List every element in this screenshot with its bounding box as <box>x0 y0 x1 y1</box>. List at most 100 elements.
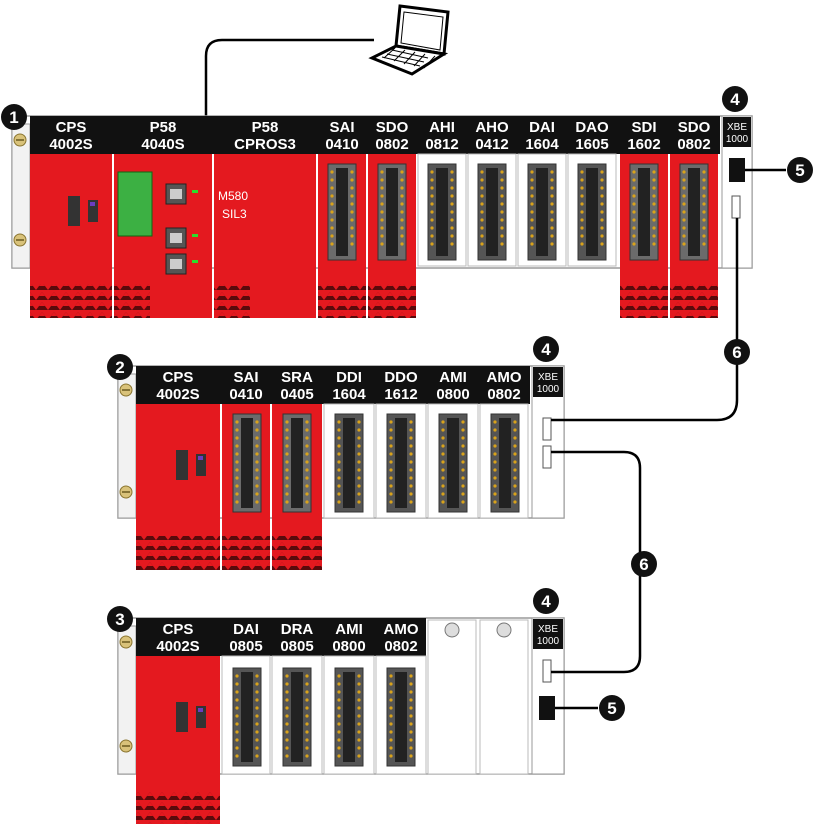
module-label: 0800 <box>436 386 469 403</box>
module-label: DAI <box>529 119 555 136</box>
screw-icon <box>119 635 133 649</box>
module-label: P58 <box>252 119 279 136</box>
xbe-label: XBE <box>727 122 747 133</box>
module-label: 1604 <box>332 386 366 403</box>
module-label: AMI <box>439 369 467 386</box>
terminal-block <box>490 413 520 513</box>
module-label: DDI <box>336 369 362 386</box>
terminal-block <box>282 413 312 513</box>
module-label: SDO <box>376 119 409 136</box>
terminal-block <box>679 163 709 261</box>
module-label: 4002S <box>156 638 199 655</box>
module-label: 0805 <box>280 638 313 655</box>
module-label: 0410 <box>325 136 358 153</box>
module-label: SAI <box>329 119 354 136</box>
cpu-display <box>117 171 153 237</box>
cpros-label: M580 <box>218 189 248 203</box>
extension-port <box>542 445 552 469</box>
terminal-block <box>386 413 416 513</box>
module-label: AHI <box>429 119 455 136</box>
module-label: 4002S <box>156 386 199 403</box>
callout-number: 3 <box>115 610 124 629</box>
module-label: AMI <box>335 621 363 638</box>
module-label: 4040S <box>141 136 184 153</box>
callout-number: 6 <box>639 555 648 574</box>
module-label: SDI <box>631 119 656 136</box>
callout-number: 5 <box>607 699 616 718</box>
xbe-label: 1000 <box>537 636 560 647</box>
psu-connector <box>176 702 206 732</box>
slot-screw <box>444 622 460 638</box>
module-label: 0802 <box>487 386 520 403</box>
module-label: 4002S <box>49 136 92 153</box>
xbe-label: XBE <box>538 624 558 635</box>
callout-number: 4 <box>541 340 551 359</box>
screw-icon <box>119 383 133 397</box>
module-label: 1605 <box>575 136 608 153</box>
module-label: 0800 <box>332 638 365 655</box>
ethernet-port <box>729 158 745 182</box>
terminal-block <box>438 413 468 513</box>
module-label: DAO <box>575 119 609 136</box>
module-label: 0802 <box>677 136 710 153</box>
callout-badge <box>631 551 657 577</box>
terminal-block <box>577 163 607 261</box>
callout-badge <box>533 588 559 614</box>
module-label: 1602 <box>627 136 660 153</box>
module-label: DRA <box>281 621 314 638</box>
module-label: 0405 <box>280 386 313 403</box>
module-label: 0805 <box>229 638 262 655</box>
extension-port <box>731 195 741 219</box>
xbe-label: 1000 <box>726 134 749 145</box>
slot-screw <box>496 622 512 638</box>
callout-number: 2 <box>115 358 124 377</box>
ethernet-cable <box>180 38 374 192</box>
ethernet-port <box>539 696 555 720</box>
terminal-block <box>327 163 357 261</box>
callout-badge <box>1 104 27 130</box>
dynamic-layer: CPS4002SP584040SP58CPROS3SAI0410SDO0802A… <box>1 86 813 767</box>
module-label: 0802 <box>384 638 417 655</box>
module-label: CPS <box>163 369 194 386</box>
module-label: 0812 <box>425 136 458 153</box>
callout-badge <box>787 157 813 183</box>
xbe-label: XBE <box>538 372 558 383</box>
module-label: DAI <box>233 621 259 638</box>
module-label: CPS <box>56 119 87 136</box>
screw-icon <box>119 485 133 499</box>
module-label: 1604 <box>525 136 559 153</box>
callout-badge <box>107 354 133 380</box>
extension-port <box>542 659 552 683</box>
callout-badge <box>533 336 559 362</box>
callout-number: 1 <box>9 108 18 127</box>
ethernet-port <box>165 253 198 275</box>
module-label: AMO <box>384 621 419 638</box>
terminal-block <box>334 667 364 767</box>
screw-icon <box>13 133 27 147</box>
callout-badge <box>107 606 133 632</box>
callout-number: 4 <box>730 90 740 109</box>
callout-number: 4 <box>541 592 551 611</box>
label-strip <box>136 618 426 656</box>
module-label: DDO <box>384 369 418 386</box>
callout-badge <box>724 339 750 365</box>
psu-connector <box>68 196 98 226</box>
terminal-block <box>427 163 457 261</box>
terminal-block <box>232 667 262 767</box>
module-label: SAI <box>233 369 258 386</box>
terminal-block <box>527 163 557 261</box>
empty-slot-cover <box>427 619 477 775</box>
terminal-block <box>477 163 507 261</box>
callout-badge <box>599 695 625 721</box>
label-strip <box>136 366 530 404</box>
extension-cable <box>551 218 739 422</box>
terminal-block <box>377 163 407 261</box>
terminal-block <box>282 667 312 767</box>
callout-badge <box>722 86 748 112</box>
module-label: SDO <box>678 119 711 136</box>
ethernet-port <box>165 227 198 249</box>
screw-icon <box>13 233 27 247</box>
callout-number: 6 <box>732 343 741 362</box>
module-label: 1612 <box>384 386 417 403</box>
